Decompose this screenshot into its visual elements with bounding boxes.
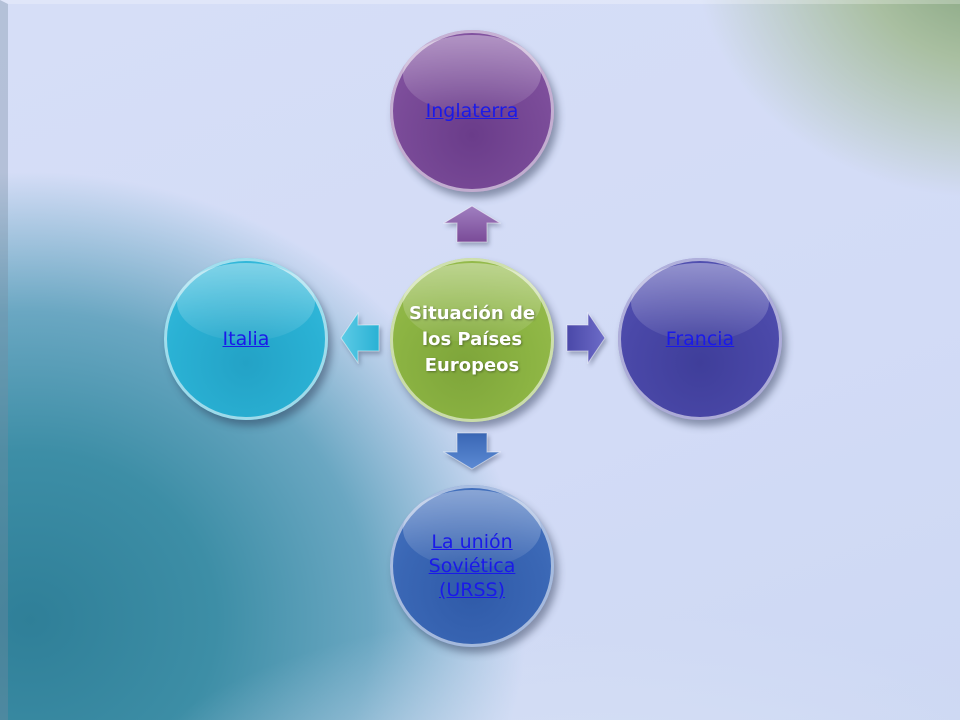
node-italia[interactable]: Italia bbox=[164, 258, 328, 420]
node-urss[interactable]: La unión Soviética (URSS) bbox=[390, 485, 554, 647]
node-francia[interactable]: Francia bbox=[618, 258, 782, 420]
node-inglaterra[interactable]: Inglaterra bbox=[390, 30, 554, 192]
arrow-right-icon bbox=[566, 312, 606, 364]
link-francia[interactable]: Francia bbox=[665, 328, 735, 350]
node-center: Situación de los Países Europeos bbox=[390, 258, 554, 422]
link-italia[interactable]: Italia bbox=[222, 328, 270, 350]
arrow-up-icon bbox=[443, 205, 501, 243]
center-label: Situación de los Países Europeos bbox=[408, 303, 536, 376]
arrow-down-icon bbox=[443, 432, 501, 470]
link-inglaterra[interactable]: Inglaterra bbox=[425, 100, 519, 122]
arrow-left-icon bbox=[340, 312, 380, 364]
link-urss[interactable]: La unión Soviética (URSS) bbox=[428, 531, 516, 601]
